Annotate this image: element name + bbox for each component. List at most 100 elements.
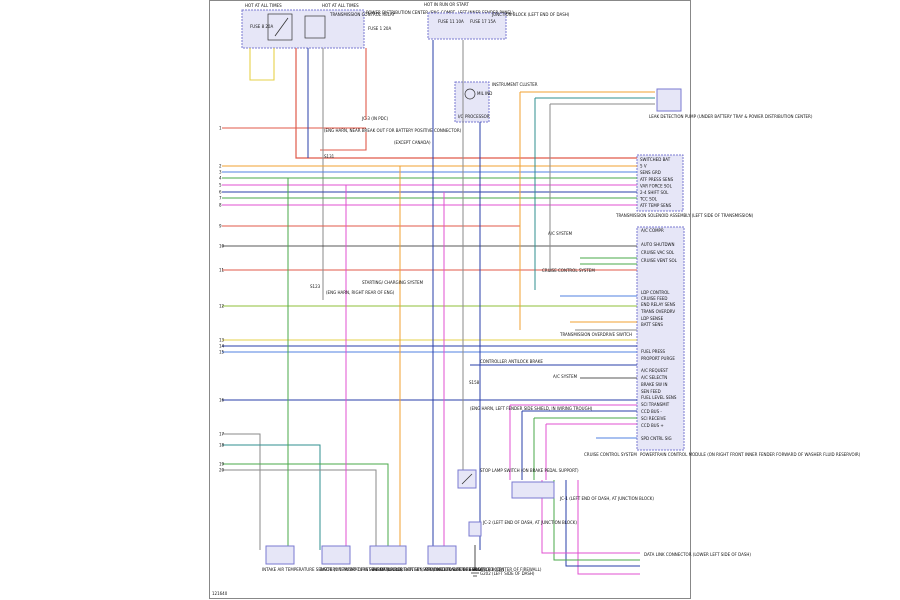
hot-run-label: HOT IN RUN OR START <box>424 2 469 7</box>
pcm-pin-label: A/C COMPR <box>641 228 664 233</box>
wire-index-number: 12 <box>219 304 225 309</box>
ac-system-2: A/C SYSTEM <box>553 374 578 379</box>
jc1-connector <box>511 481 555 499</box>
pcm-title: POWERTRAIN CONTROL MODULE (ON RIGHT FRON… <box>640 452 861 457</box>
s123-note: (ENG HARN, RIGHT REAR OF ENG) <box>326 290 395 295</box>
s131-note: (ENG HARN, NEAR BREAK OUT FOR BATTERY PO… <box>324 128 462 133</box>
mil-lamp-icon <box>464 88 476 100</box>
tsa-pin-label: TCC SOL <box>639 197 658 202</box>
tsa-pin-label: SENS GRD <box>640 170 661 175</box>
hot-label-1: HOT AT ALL TIMES <box>245 3 282 8</box>
jc3-label: JC-3 (IN PDC) <box>361 116 389 121</box>
wire-index-number: 9 <box>219 224 222 229</box>
pcm-pin-label: FUEL PRESS <box>641 349 666 354</box>
wire-index-number: 20 <box>219 468 225 473</box>
cruise-system-1: CRUISE CONTROL SYSTEM <box>542 268 595 273</box>
powertrain-control-module <box>636 226 685 451</box>
pcm-pin-label: FUEL LEVEL SENS <box>641 395 677 400</box>
pcm-pin-label: CRUISE VAC SOL <box>641 250 675 255</box>
wire-index-number: 10 <box>219 244 225 249</box>
mil-label: MIL IND <box>477 91 492 96</box>
wire-fuse8-loop <box>249 48 275 81</box>
tsa-pin-label: ATF PRESS SENS <box>640 177 674 182</box>
s131-label: S131 <box>324 154 335 159</box>
pcm-pin-label: CCD BUS - <box>641 409 662 414</box>
pcm-pin-label: SCI TRANSMIT <box>641 402 670 407</box>
stop-switch-icon <box>461 473 473 485</box>
pcm-pin-label: PROPORT PURGE <box>641 356 675 361</box>
dlc-label: DATA LINK CONNECTOR (LOWER LEFT SIDE OF … <box>644 552 751 557</box>
relay-switch-icon <box>274 17 289 37</box>
fuse11-label: FUSE 11 10A <box>438 19 464 24</box>
relay-coil-box <box>267 13 293 41</box>
wire-index-number: 3 <box>219 170 222 175</box>
purge-label: PROPORTIONAL PURGE SOLENOID (CENTER OF F… <box>425 567 542 572</box>
wire-index-number: 7 <box>219 196 222 201</box>
tsa-pin-label: ATF TEMP SENS <box>640 203 672 208</box>
diagram-id: 121640 <box>212 591 228 596</box>
ldp-label: LEAK DETECTION PUMP (UNDER BATTERY TRAY … <box>649 114 813 119</box>
tsa-pin-label: 2-4 SHIFT SOL <box>640 190 669 195</box>
fuse8-label: FUSE 8 20A <box>250 24 273 29</box>
wire-17 <box>222 433 261 550</box>
hot-label-2: HOT AT ALL TIMES <box>322 3 359 8</box>
battery-temp-sensor <box>321 545 351 565</box>
pcm-pin-label: BRAKE SW IN <box>641 382 667 387</box>
wire-index-number: 18 <box>219 443 225 448</box>
jc1-label: JC-1 (LEFT END OF DASH, AT JUNCTION BLOC… <box>559 496 654 501</box>
wire-index-number: 16 <box>219 398 225 403</box>
pcm-pin-label: AUTO SHUTDWN <box>641 242 674 247</box>
jc2-label: JC-2 (LEFT END OF DASH, AT JUNCTION BLOC… <box>482 520 577 525</box>
io-processor-label: I/O PROCESSOR <box>458 114 490 119</box>
pcm-pin-label: BATT SENS <box>641 322 663 327</box>
throttle-position-sensor <box>369 545 407 565</box>
wire-index-number: 1 <box>219 126 222 131</box>
pcm-pin-label: A/C REQUEST <box>641 368 669 373</box>
leak-detection-pump <box>656 88 682 112</box>
cruise-system-2: CRUISE CONTROL SYSTEM <box>584 452 637 457</box>
overdrive-label: TRANSMISSION OVERDRIVE SWITCH <box>559 332 632 337</box>
wire-dlc-4 <box>541 480 640 554</box>
wire-dlc-2 <box>565 480 640 567</box>
tps-label: THROTTLE POSITION SENSOR (ON LEFT SIDE O… <box>371 567 505 572</box>
pcm-pin-label: CRUISE VENT SOL <box>641 258 678 263</box>
wire-index-number: 17 <box>219 432 225 437</box>
pcm-pin-label: LDP SENSE <box>641 316 664 321</box>
wire-ldp-1 <box>519 91 655 330</box>
pcm-pin-label: TRANS OVERDRV <box>640 309 675 314</box>
pcm-pin-label: LDP CONTROL <box>641 290 670 295</box>
wire-dlc-3 <box>553 480 640 561</box>
jc2-connector <box>468 521 482 537</box>
stop-lamp-label: STOP LAMP SWITCH (ON BRAKE PEDAL SUPPORT… <box>480 468 579 473</box>
tsa-pin-label: SWITCHED BAT <box>640 157 671 162</box>
relay-label: TRANSMISSION CONTROL RELAY <box>329 12 395 17</box>
tsa-pin-label: 5 V <box>640 164 647 169</box>
wire-fuse1-feed <box>320 48 367 151</box>
wire-index-number: 15 <box>219 350 225 355</box>
g202-label: G202 (LEFT SIDE OF DASH) <box>480 571 535 576</box>
power-distribution-center <box>241 9 365 49</box>
wire-index-number: 19 <box>219 462 225 467</box>
wire-index-number: 6 <box>219 190 222 195</box>
instrument-cluster <box>454 81 490 123</box>
pcm-pin-label: CRUISE FEED <box>641 296 667 301</box>
wire-sci-receive <box>533 417 637 480</box>
wire-index-number: 4 <box>219 176 222 181</box>
pcm-pin-label: SEN FEED <box>641 389 661 394</box>
cluster-title: INSTRUMENT CLUSTER <box>492 82 538 87</box>
abs-label: CONTROLLER ANTILOCK BRAKE <box>480 359 543 364</box>
transmission-solenoid-assembly <box>636 154 684 212</box>
relay-switch-box <box>304 15 326 39</box>
wire-index-number: 8 <box>219 203 222 208</box>
wire-ccd-plus <box>545 423 637 480</box>
pcm-pin-label: SPD CNTRL SIG <box>641 436 672 441</box>
tsa-title: TRANSMISSION SOLENOID ASSEMBLY (LEFT SID… <box>615 213 754 218</box>
s123-label: S123 <box>310 284 321 289</box>
wire-19 <box>222 463 389 550</box>
pcm-pin-label: END RELAY SENS <box>641 302 676 307</box>
wire-18 <box>222 444 321 550</box>
ground-icon <box>469 545 481 577</box>
